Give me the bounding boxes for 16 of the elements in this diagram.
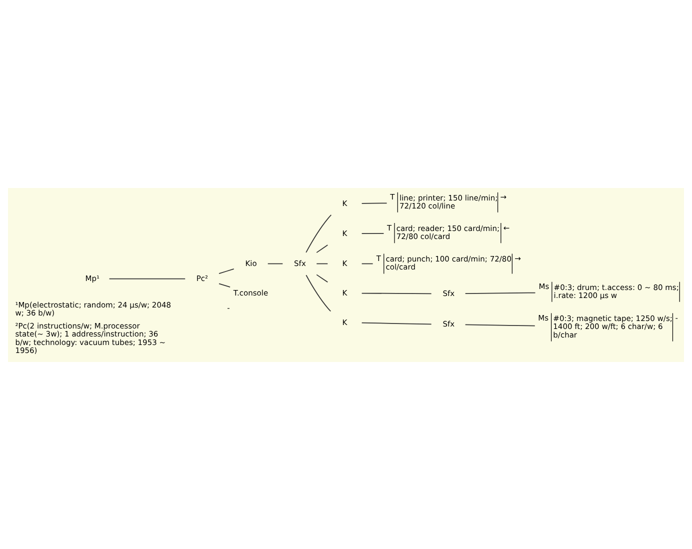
connector — [361, 292, 432, 294]
connector — [108, 278, 186, 279]
connector — [316, 274, 328, 282]
connector — [267, 262, 284, 264]
connector — [306, 274, 332, 312]
connector — [361, 202, 388, 204]
connector — [361, 232, 384, 234]
connector — [464, 292, 536, 294]
connector — [306, 214, 332, 252]
connector — [361, 262, 374, 264]
connector — [218, 282, 230, 287]
connector — [361, 322, 432, 324]
connector — [218, 268, 234, 274]
connector — [316, 244, 328, 252]
connector — [316, 262, 328, 264]
connector — [464, 324, 536, 326]
